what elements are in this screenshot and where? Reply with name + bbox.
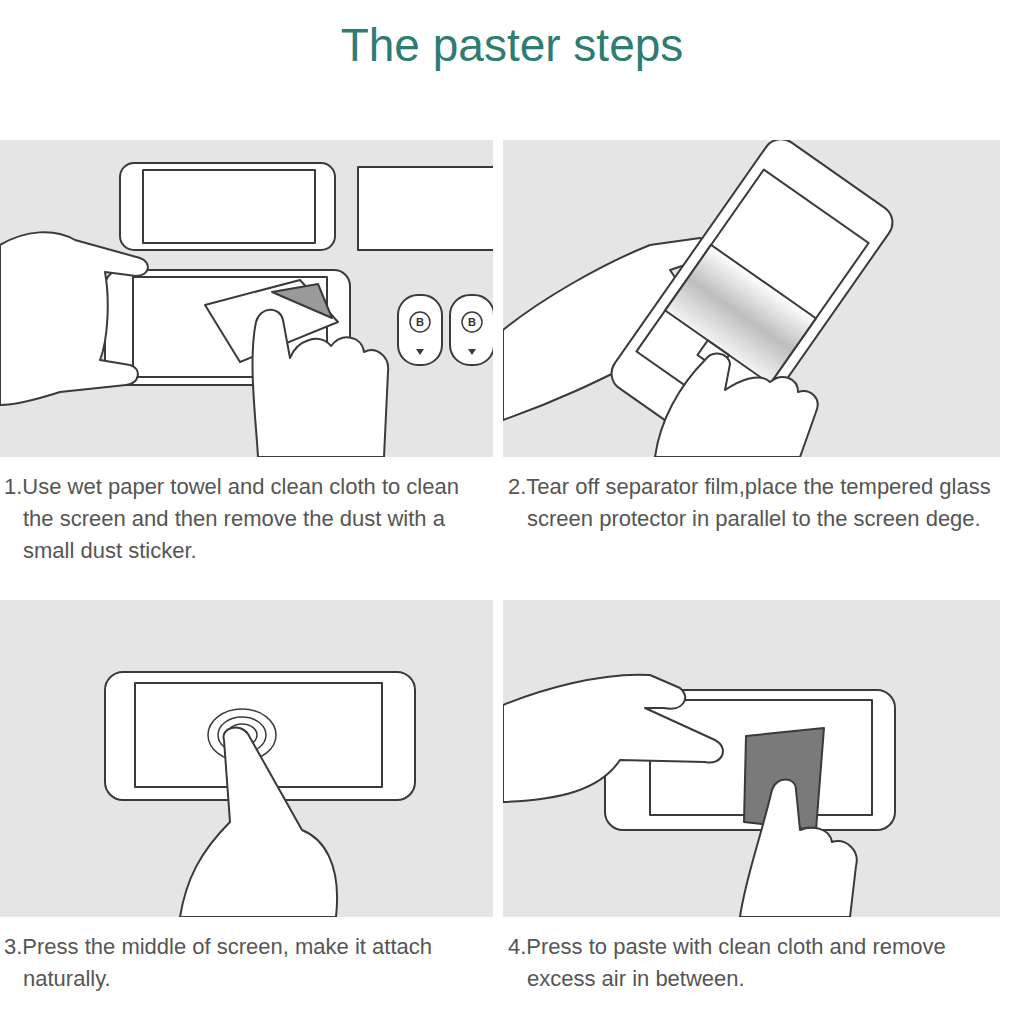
hand: [740, 780, 857, 918]
cloth-fold: [272, 284, 332, 318]
sticker-arrow: [468, 349, 476, 355]
phone: [605, 140, 900, 457]
step-caption: 1.Use wet paper towel and clean cloth to…: [4, 471, 492, 567]
step-panel: 2.Tear off separator film,place the temp…: [503, 140, 1018, 541]
glass-protector: [665, 245, 816, 384]
sticker-logo-letter: B: [468, 317, 476, 328]
finger: [180, 727, 337, 917]
sticker-logo-letter: B: [416, 317, 424, 328]
glass-protector: [358, 167, 493, 250]
step-four-drawing: [503, 675, 895, 917]
hand: [503, 675, 723, 802]
step-caption: 4.Press to paste with clean cloth and re…: [508, 931, 1014, 995]
sticker-logo: [410, 312, 430, 332]
step-caption: 3.Press the middle of screen, make it at…: [4, 931, 492, 995]
hand: [655, 354, 818, 457]
step-panel: 4.Press to paste with clean cloth and re…: [503, 600, 1018, 1001]
page-title: The paster steps: [0, 18, 1024, 73]
panel-ground: [0, 600, 493, 917]
panel-ground: [503, 140, 1000, 457]
step-one-drawing: [0, 163, 493, 457]
step-caption: 2.Tear off separator film,place the temp…: [508, 471, 1014, 535]
dust-sticker: [398, 295, 442, 365]
phone: [120, 163, 335, 250]
sticker-logo: [462, 312, 482, 332]
step-three-drawing: [105, 672, 415, 917]
hand: [0, 232, 148, 405]
dust-sticker: [450, 295, 493, 365]
panel-ground: [503, 600, 1000, 917]
tilted-phone: [605, 140, 900, 457]
step-panel: 3.Press the middle of screen, make it at…: [0, 600, 496, 1001]
step-two-drawing: [503, 140, 899, 457]
sticker-arrow: [416, 349, 424, 355]
hand: [253, 310, 389, 457]
step-panel: 1.Use wet paper towel and clean cloth to…: [0, 140, 496, 573]
phone-screen: [143, 170, 315, 243]
